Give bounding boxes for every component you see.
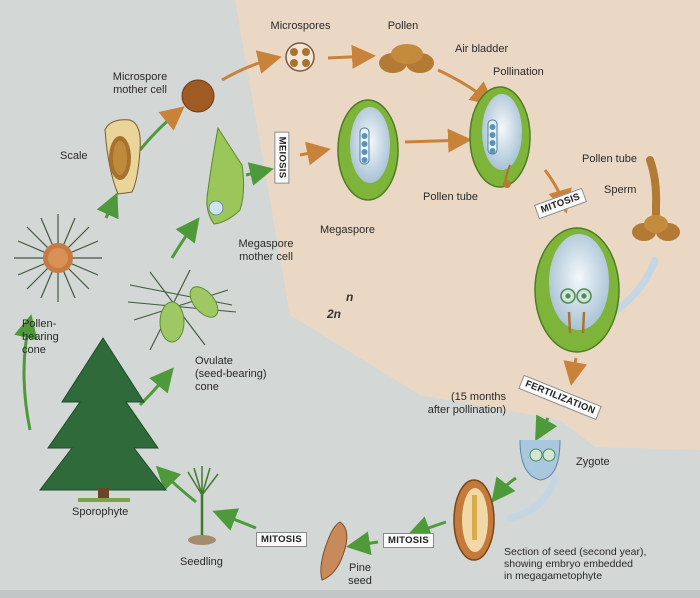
zygote-illustration	[519, 439, 561, 481]
haploid-marker: n	[346, 290, 354, 304]
arrow-sporophyte-to-pollen-cone	[14, 314, 38, 431]
arrow-fertilization-to-zygote	[535, 414, 558, 442]
megaspore-mother-cell-illustration	[206, 126, 245, 225]
diploid-marker: 2n	[327, 307, 342, 321]
arrow-ovulate-to-megaspore-mother	[170, 217, 200, 259]
arrow-to-seedling	[212, 508, 257, 531]
arrow-to-pollen	[327, 44, 376, 69]
seedling-illustration	[187, 466, 219, 545]
process-meiosis: MEIOSIS	[274, 131, 290, 184]
label-megaspore: Megaspore	[320, 224, 376, 236]
arrow-to-fertilization	[563, 357, 588, 386]
arrow-megaspore-to-pollination	[404, 128, 472, 153]
label-pollen: Pollen	[387, 20, 419, 32]
ovulate-cone-illustration	[127, 269, 237, 351]
sporophyte-tree-illustration	[38, 337, 168, 502]
label-pollen-bearing-cone: Pollen- bearing cone	[22, 318, 59, 356]
pollen-tube-sperm-illustration	[632, 156, 680, 241]
arrow-scale-to-mother-cell	[138, 106, 185, 151]
microspore-mother-cell-illustration	[181, 79, 215, 113]
microspores-illustration	[285, 42, 315, 72]
archegonia-ovule-illustration	[534, 227, 620, 353]
label-sporophyte: Sporophyte	[72, 506, 129, 518]
arrow-to-meiosis	[245, 162, 274, 186]
label-pollen-tube-mid: Pollen tube	[423, 191, 479, 203]
label-sperm: Sperm	[604, 184, 637, 196]
label-pollination: Pollination	[493, 66, 544, 78]
process-mitosis-bottom-left: MITOSIS	[256, 532, 307, 547]
arrow-mitosis-to-pine-seed	[346, 531, 379, 556]
arrow-zygote-to-seed	[491, 476, 517, 503]
process-mitosis-bottom-right: MITOSIS	[383, 533, 434, 548]
label-microspore-mother-cell: Microspore mother cell	[112, 71, 168, 96]
label-section-of-seed: Section of seed (second year), showing e…	[504, 546, 647, 582]
scale-illustration	[104, 119, 141, 195]
label-pollen-tube-right: Pollen tube	[582, 153, 638, 165]
label-15-months: (15 months after pollination)	[427, 391, 506, 416]
label-scale: Scale	[60, 150, 88, 162]
seed-section-illustration	[453, 479, 495, 561]
arrow-seed-to-mitosis	[406, 516, 447, 539]
label-zygote: Zygote	[576, 456, 610, 468]
arrow-cone-to-scale	[96, 192, 119, 220]
arrow-to-microspores	[221, 50, 282, 82]
pollination-ovule-illustration	[469, 86, 531, 188]
label-ovulate-cone: Ovulate (seed-bearing) cone	[195, 355, 267, 393]
pollen-bearing-cone-illustration	[14, 214, 102, 302]
label-air-bladder: Air bladder	[455, 43, 509, 55]
pine-seed-illustration	[320, 521, 348, 581]
arrow-meiosis-to-megaspore	[299, 141, 331, 166]
megaspore-ovule-illustration	[337, 99, 399, 201]
label-microspores: Microspores	[270, 20, 331, 32]
callout-arrow-seed	[506, 474, 559, 522]
arrow-seedling-to-sporophyte	[155, 465, 197, 504]
label-pine-seed: Pine seed	[348, 562, 372, 587]
label-seedling: Seedling	[180, 556, 223, 568]
label-megaspore-mother-cell: Megaspore mother cell	[238, 238, 294, 263]
pollen-grain-illustration	[379, 44, 434, 73]
